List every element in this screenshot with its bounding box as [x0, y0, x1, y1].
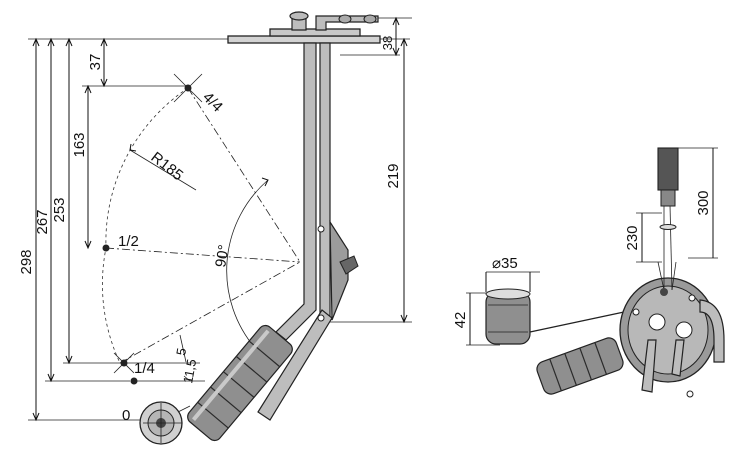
offset-label-5: 5 — [173, 347, 189, 357]
angle-label: 90° — [212, 243, 233, 268]
detail-label-230: 230 — [624, 225, 641, 250]
detail-label-diameter: ⌀35 — [492, 255, 518, 272]
level-label-half: 1/2 — [118, 233, 139, 250]
return-tube — [319, 42, 331, 332]
mounting-flange — [227, 35, 381, 44]
level-label-quarter: 1/4 — [134, 360, 155, 377]
level-label-empty: 0 — [122, 407, 130, 424]
level-markers — [102, 73, 203, 385]
cylindrical-float — [187, 324, 293, 442]
detail-dimension-lines — [466, 147, 718, 346]
detail-sender-assembly — [485, 147, 725, 398]
detail-label-float-height: 42 — [452, 312, 469, 329]
suction-tube — [275, 42, 317, 341]
dim-label-267: 267 — [34, 209, 51, 234]
terminal-connector — [339, 255, 359, 275]
dim-label-37: 37 — [87, 54, 104, 71]
float-disc-empty — [139, 401, 191, 445]
detail-connector-plug — [657, 147, 679, 191]
dim-label-163: 163 — [71, 132, 88, 157]
offset-label-11-5: 11,5 — [180, 358, 199, 385]
left-dimension-lines — [28, 16, 412, 422]
dim-label-298: 298 — [18, 249, 35, 274]
detail-float — [485, 291, 531, 345]
float-arm-tube — [257, 309, 333, 421]
dim-label-38: 38 — [380, 36, 395, 50]
float-swing-arc — [102, 87, 301, 382]
level-marker-low — [130, 377, 138, 385]
detail-label-300: 300 — [695, 190, 712, 215]
level-marker-half — [102, 244, 110, 252]
dim-label-253: 253 — [51, 197, 68, 222]
outlet-pipe-right — [315, 15, 379, 31]
fuel-sender-assembly — [139, 11, 381, 445]
radius-label: R185 — [148, 149, 187, 184]
dim-label-219: 219 — [385, 163, 402, 188]
sender-housing — [329, 219, 349, 321]
detail-ribbed-float — [536, 337, 624, 395]
